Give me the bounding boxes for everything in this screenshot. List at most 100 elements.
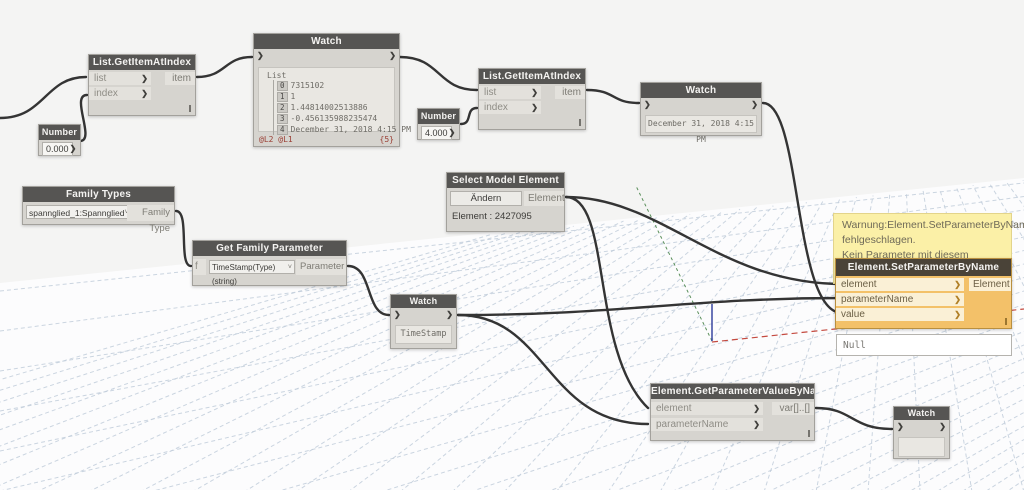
wire-watch3-getparamname	[456, 313, 650, 426]
input-port-icon: ❯	[954, 310, 961, 319]
input-port-index[interactable]: index ❯	[479, 101, 541, 114]
node-header[interactable]: Watch	[641, 83, 761, 98]
node-header[interactable]: Watch	[254, 34, 399, 49]
lacing-indicator[interactable]	[189, 105, 191, 112]
selected-element-id: Element : 2427095	[452, 211, 532, 222]
input-port-icon: ❯	[954, 280, 961, 289]
input-port[interactable]: ❯	[394, 310, 401, 319]
input-port-element[interactable]: element ❯	[651, 402, 763, 415]
port-label: item	[562, 87, 581, 98]
output-port-item[interactable]: item	[165, 72, 195, 85]
parameter-dropdown[interactable]: TimeStamp(Type)(string) ˅	[209, 260, 295, 286]
output-port-familytype[interactable]: Family Type	[127, 205, 174, 234]
node-header[interactable]: Watch	[894, 407, 949, 420]
output-port-item[interactable]: item	[555, 86, 585, 99]
input-port-parametername[interactable]: parameterName ❯	[651, 418, 763, 431]
item-value: 7315102	[290, 81, 325, 90]
wire-watch3-parametername	[456, 296, 844, 317]
lacing-indicator[interactable]	[579, 119, 581, 126]
watch-footer: @L2 @L1 {5}	[254, 134, 399, 146]
input-port-icon: ❯	[141, 74, 148, 83]
output-port[interactable]: ❯	[448, 128, 456, 137]
input-port-value[interactable]: value ❯	[836, 308, 964, 321]
node-header[interactable]: Watch	[391, 295, 456, 308]
number-input[interactable]: 0.000	[42, 142, 73, 156]
index-badge: 3	[277, 113, 288, 124]
node-header[interactable]: Element.GetParameterValueByName	[651, 384, 814, 399]
node-number-1[interactable]: Number 0.000 ❯	[38, 124, 81, 156]
input-port-element[interactable]: element ❯	[836, 278, 964, 291]
output-port[interactable]: ❯	[389, 51, 396, 60]
wire-number2-index2	[459, 106, 479, 126]
warning-line: Warnung:Element.SetParameterByName	[842, 219, 1024, 231]
node-select-model-element[interactable]: Select Model Element Ändern Element Elem…	[446, 172, 565, 232]
port-label: Family Type	[142, 207, 170, 234]
node-family-types[interactable]: Family Types spannglied_1:Spannglied ˅ F…	[22, 186, 175, 234]
node-header[interactable]: Select Model Element	[447, 173, 564, 188]
family-type-dropdown[interactable]: spannglied_1:Spannglied ˅	[26, 205, 129, 219]
dropdown-value: spannglied_1:Spannglied	[29, 208, 125, 218]
node-get-family-parameter[interactable]: Get Family Parameter f TimeStamp(Type)(s…	[192, 240, 347, 286]
port-label: list	[484, 87, 497, 98]
node-element-getparametervaluebyname[interactable]: Element.GetParameterValueByName element …	[650, 383, 815, 441]
node-watch-3[interactable]: Watch ❯ ❯ TimeStamp	[390, 294, 457, 349]
output-port-parameter[interactable]: Parameter	[296, 259, 346, 275]
input-port-icon: ❯	[531, 88, 538, 97]
node-header[interactable]: Number	[39, 125, 80, 140]
wire-item2-watch2	[585, 88, 641, 105]
node-header[interactable]: List.GetItemAtIndex	[479, 69, 585, 84]
port-label: index	[484, 102, 508, 113]
node-watch-2[interactable]: Watch ❯ ❯ December 31, 2018 4:15 PM	[640, 82, 762, 144]
port-label: Element	[528, 193, 565, 204]
node-header[interactable]: Number	[418, 109, 459, 124]
wire-parameter-watch3	[346, 264, 391, 317]
node-list-getitematindex-2[interactable]: List.GetItemAtIndex list ❯ index ❯ item	[478, 68, 586, 130]
node-element-setparameterbyname[interactable]: Element.SetParameterByName element ❯ par…	[835, 258, 1012, 329]
node-number-2[interactable]: Number 4.000 ❯	[417, 108, 460, 140]
port-label: element	[656, 403, 692, 414]
lacing-indicator[interactable]	[808, 430, 810, 437]
input-port-list[interactable]: list ❯	[479, 86, 541, 99]
dropdown-value: TimeStamp(Type)(string)	[212, 263, 276, 286]
input-port-f[interactable]: f	[193, 259, 206, 275]
index-badge: 4	[277, 124, 288, 135]
output-port[interactable]: ❯	[69, 144, 77, 153]
output-port-element[interactable]: Element	[969, 278, 1011, 291]
input-port-index[interactable]: index ❯	[89, 87, 151, 100]
output-port[interactable]: ❯	[939, 422, 946, 431]
warning-line: fehlgeschlagen.	[842, 234, 916, 247]
port-label: value	[841, 309, 865, 320]
port-label: var[]..[]	[779, 403, 810, 414]
input-port-icon: ❯	[753, 404, 760, 413]
input-port[interactable]: ❯	[257, 51, 264, 60]
item-value: -0.456135988235474	[290, 114, 378, 123]
watch-content: TimeStamp	[395, 325, 452, 344]
output-port-element[interactable]: Element	[524, 191, 565, 206]
input-port[interactable]: ❯	[644, 100, 651, 109]
select-change-button[interactable]: Ändern	[450, 191, 522, 206]
input-port-parametername[interactable]: parameterName ❯	[836, 293, 964, 306]
list-label: List	[267, 71, 287, 80]
node-header[interactable]: Get Family Parameter	[193, 241, 346, 256]
port-label: parameterName	[841, 294, 914, 305]
node-header[interactable]: List.GetItemAtIndex	[89, 55, 195, 70]
output-port-var[interactable]: var[]..[]	[772, 402, 814, 415]
input-port-list[interactable]: list ❯	[89, 72, 151, 85]
node-watch-4[interactable]: Watch ❯ ❯	[893, 406, 950, 459]
node-header[interactable]: Family Types	[23, 187, 174, 202]
node-header[interactable]: Element.SetParameterByName	[836, 259, 1011, 276]
input-port[interactable]: ❯	[897, 422, 904, 431]
wire-familytypes-f	[174, 209, 193, 268]
node-list-getitematindex-1[interactable]: List.GetItemAtIndex list ❯ index ❯ item	[88, 54, 196, 116]
wire-getparam-watch4	[814, 406, 894, 431]
output-port[interactable]: ❯	[446, 310, 453, 319]
output-port[interactable]: ❯	[751, 100, 758, 109]
watch-content	[898, 437, 945, 457]
lacing-indicator[interactable]	[1005, 318, 1007, 325]
number-input[interactable]: 4.000	[421, 126, 452, 140]
